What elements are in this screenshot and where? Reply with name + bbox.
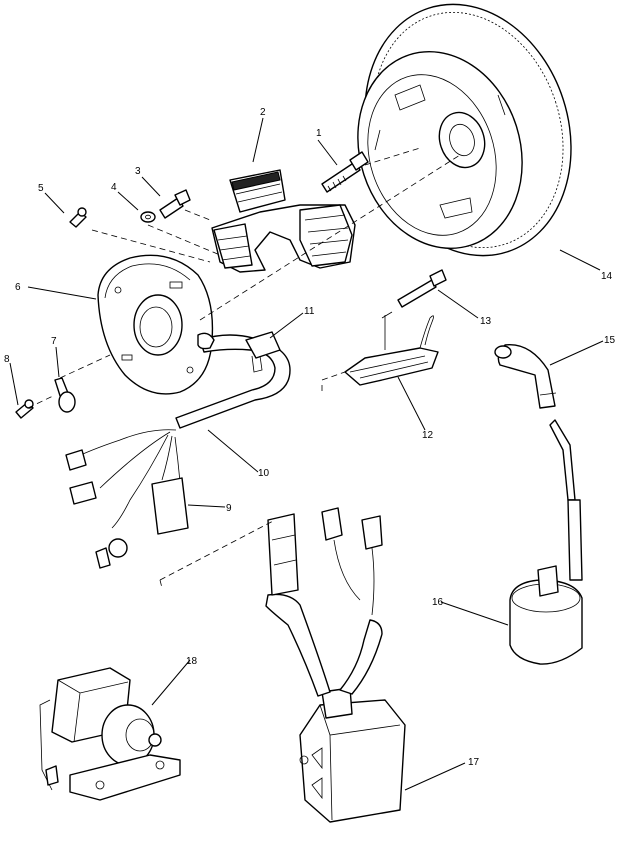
callout-18: 18: [186, 656, 198, 667]
flywheel: [357, 3, 572, 257]
callout-10: 10: [258, 468, 270, 479]
ignition-coil: [509, 499, 583, 665]
callout-5: 5: [38, 183, 44, 194]
spark-plug-cap: [494, 344, 576, 501]
cdi-unit: [265, 507, 406, 823]
leader-lines: [9, 117, 604, 791]
callout-3: 3: [135, 166, 141, 177]
callout-4: 4: [111, 182, 117, 193]
pulser-screw: [397, 269, 447, 308]
callout-15: 15: [604, 335, 616, 346]
stator-plate: [97, 254, 214, 395]
callout-11: 11: [304, 306, 315, 317]
callout-labels: 1 2 3 4 5 6 7 8 9 10 11 12 13 14 15 16 1…: [4, 107, 616, 768]
callout-6: 6: [15, 282, 21, 293]
stator: [211, 169, 356, 273]
stator-screw: [159, 189, 191, 219]
wire-clamp: [54, 377, 76, 413]
callout-8: 8: [4, 354, 10, 365]
grommet: [245, 331, 281, 373]
pulser-coil: [344, 311, 439, 386]
flywheel-screw: [321, 151, 369, 193]
callout-16: 16: [432, 597, 444, 608]
starter-solenoid: [39, 667, 181, 801]
callout-2: 2: [260, 107, 266, 118]
callout-7: 7: [51, 336, 57, 347]
callout-9: 9: [226, 503, 232, 514]
callout-17: 17: [468, 757, 480, 768]
callout-12: 12: [422, 430, 434, 441]
clamp-screw: [15, 399, 34, 419]
callout-14: 14: [601, 271, 613, 282]
callout-13: 13: [480, 316, 492, 327]
wire-harness: [65, 332, 291, 569]
assembly-lines: [27, 147, 461, 589]
washer: [140, 211, 156, 223]
callout-1: 1: [316, 128, 322, 139]
small-screw: [69, 207, 87, 228]
